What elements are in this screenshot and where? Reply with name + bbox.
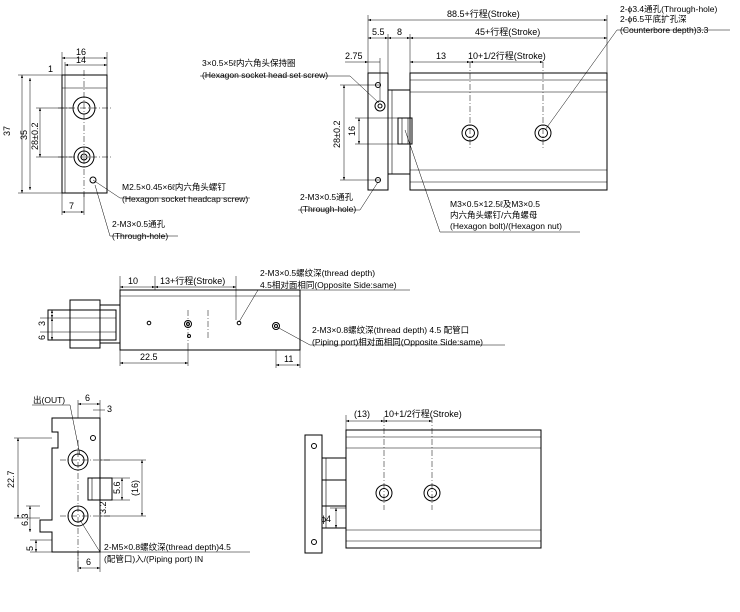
top-dim-16: 16 — [347, 126, 357, 136]
front-dim-10: 10 — [128, 276, 138, 286]
bottom-dim-13: (13) — [354, 409, 370, 419]
top-set-en: (Hexagon socket head set screw) — [202, 70, 328, 80]
top-view: 88.5+行程(Stroke) 5.5 8 45+行程(Stroke) 2.75… — [200, 4, 730, 233]
side-view: 16 14 1 37 35 28±0.2 7 M2.5×0.45×6ℓ内六角头螺… — [2, 47, 250, 241]
top-dim-28: 28±0.2 — [332, 121, 342, 148]
side-screw-en: (Hexagon socket headcap screw) — [122, 194, 248, 204]
bottom-view: (13) 10+1/2行程(Stroke) ϕ4 — [304, 408, 542, 554]
top-dim-8: 8 — [397, 27, 402, 37]
bottom-dim-phi4: ϕ4 — [321, 514, 331, 524]
top-thru-cn: 2-ϕ3.4通孔(Through-hole) — [620, 4, 718, 14]
bottom-dim-10-half: 10+1/2行程(Stroke) — [384, 408, 462, 419]
side-dim-28: 28±0.2 — [30, 123, 40, 150]
end-m5-cn: 2-M5×0.8螺纹深(thread depth)4.5 — [104, 542, 231, 552]
end-dim-6-3: 6.3 — [20, 513, 30, 526]
side-dim-37: 37 — [2, 126, 12, 136]
end-m5-en: (配管口)入/(Piping port) IN — [104, 554, 203, 564]
front-dim-22-5: 22.5 — [140, 352, 158, 362]
top-dim-10-half: 10+1/2行程(Stroke) — [468, 50, 546, 61]
front-m3-en: 4.5相对面相同(Opposite Side:same) — [260, 280, 397, 290]
front-m3p-en: (Piping port)相对面相同(Opposite Side:same) — [312, 337, 483, 347]
end-out-label: 出(OUT) — [33, 395, 65, 405]
end-dim-3-2: 3.2 — [98, 501, 108, 514]
top-dim-2-75: 2.75 — [345, 51, 363, 61]
end-dim-6b: 6 — [86, 557, 91, 567]
end-dim-6: 6 — [85, 393, 90, 403]
end-dim-5: 5 — [25, 546, 35, 551]
top-hole-en: (Through-hole) — [300, 204, 356, 214]
top-hole-cn: 2-M3×0.5通孔 — [300, 192, 354, 202]
end-dim-22-7: 22.7 — [6, 470, 16, 488]
end-dim-3: 3 — [107, 404, 112, 414]
side-hole-cn: 2-M3×0.5通孔 — [112, 219, 166, 229]
side-dim-7: 7 — [69, 201, 74, 211]
end-dim-16: (16) — [130, 480, 140, 496]
top-bolt-cn2: 内六角头螺钉/六角螺母 — [450, 210, 537, 220]
side-screw-cn: M2.5×0.45×6ℓ内六角头螺钉 — [122, 182, 226, 192]
top-dim-5-5: 5.5 — [372, 27, 385, 37]
front-m3-cn: 2-M3×0.5螺纹深(thread depth) — [260, 268, 375, 278]
end-view: 出(OUT) 6 3 22.7 5.6 (16) 3.2 6.3 5 6 2-M — [6, 393, 250, 572]
front-dim-13: 13+行程(Stroke) — [160, 275, 225, 286]
front-dim-11: 11 — [284, 354, 293, 364]
top-bolt-cn1: M3×0.5×12.5ℓ及M3×0.5 — [450, 199, 540, 209]
top-cb-en: (Counterbore depth)3.3 — [620, 25, 709, 35]
side-hole-en: (Through-hole) — [112, 231, 168, 241]
top-bolt-en: (Hexagon bolt)/(Hexagon nut) — [450, 221, 562, 231]
side-dim-1: 1 — [48, 64, 53, 74]
top-dim-total: 88.5+行程(Stroke) — [447, 8, 520, 19]
front-view: 10 13+行程(Stroke) 3 6 22.5 11 2-M3×0.5螺纹深… — [37, 268, 505, 368]
front-dim-6: 6 — [37, 335, 47, 340]
top-dim-13: 13 — [436, 51, 446, 61]
end-dim-5-6: 5.6 — [112, 481, 122, 494]
top-set-cn: 3×0.5×5ℓ内六角头保持圈 — [202, 58, 295, 68]
top-cb-cn: 2-ϕ6.5平底扩孔深 — [620, 14, 687, 24]
side-dim-35: 35 — [19, 130, 29, 140]
front-dim-3: 3 — [37, 321, 47, 326]
side-dim-16: 16 — [76, 47, 86, 57]
top-dim-45: 45+行程(Stroke) — [475, 26, 540, 37]
front-m3p-cn: 2-M3×0.8螺纹深(thread depth) 4.5 配管口 — [312, 325, 469, 335]
side-dim-14: 14 — [76, 55, 86, 65]
